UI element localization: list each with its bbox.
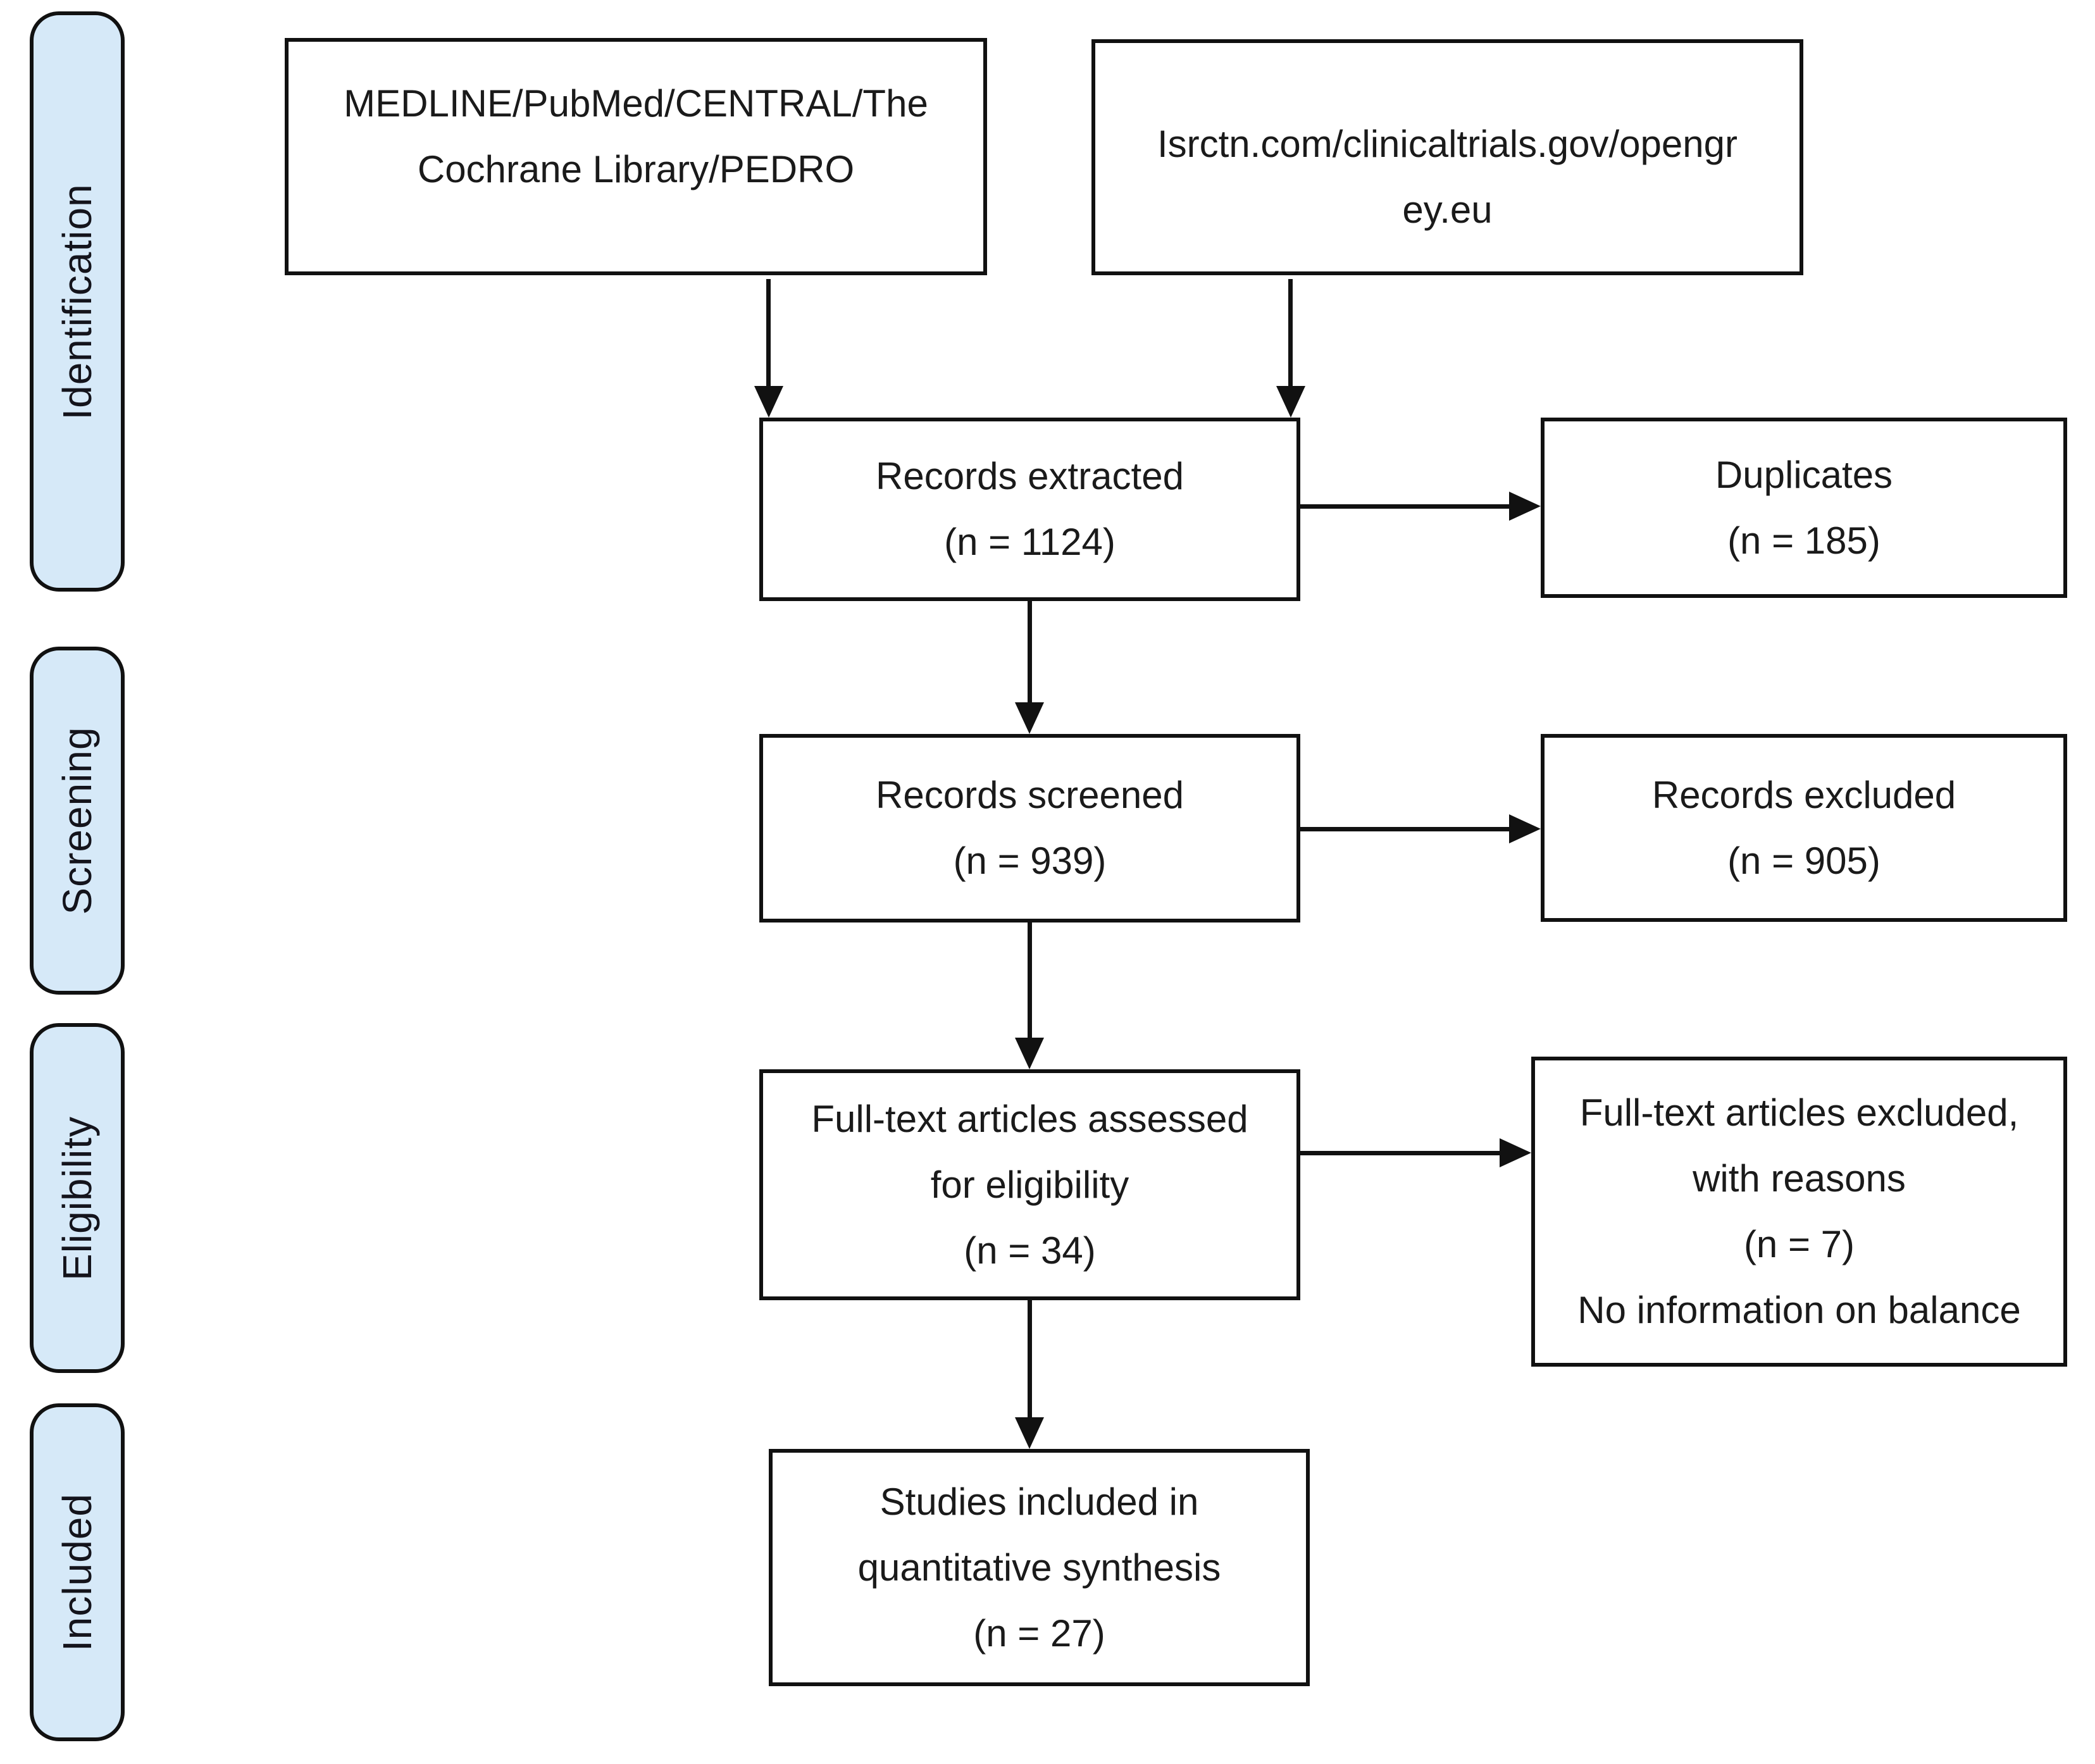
connector-extracted-to-duplicates-line [1300, 504, 1512, 509]
box-studies-included: Studies included in quantitative synthes… [769, 1449, 1310, 1686]
stage-eligibility: Eligibility [30, 1023, 125, 1373]
box-fulltext-excluded: Full-text articles excluded, with reason… [1531, 1057, 2067, 1367]
box-duplicates: Duplicates (n = 185) [1541, 418, 2067, 598]
connector-extracted-to-screened-arrowhead-icon [1015, 702, 1044, 734]
stage-included: Included [30, 1403, 125, 1741]
stage-included-label: Included [54, 1493, 100, 1651]
connector-screened-to-fulltext-line [1028, 922, 1032, 1041]
stage-identification-label: Identification [54, 183, 100, 420]
box-records-extracted: Records extracted (n = 1124) [759, 418, 1300, 601]
box-records-excluded: Records excluded (n = 905) [1541, 734, 2067, 922]
connector-extracted-to-duplicates-arrowhead-icon [1509, 492, 1541, 521]
connector-screened-to-fulltext-arrowhead-icon [1015, 1038, 1044, 1069]
connector-databases-to-extracted-arrowhead-icon [754, 386, 783, 418]
box-registry-sources: Isrctn.com/clinicaltrials.gov/opengr ey.… [1091, 39, 1803, 275]
connector-screened-to-excluded-arrowhead-icon [1509, 814, 1541, 843]
box-records-screened: Records screened (n = 939) [759, 734, 1300, 922]
connector-fulltext-to-ftexcluded-line [1300, 1151, 1503, 1155]
connector-registries-to-extracted-line [1288, 279, 1293, 395]
connector-databases-to-extracted-line [766, 279, 771, 395]
connector-extracted-to-screened-line [1028, 601, 1032, 712]
connector-fulltext-to-ftexcluded-arrowhead-icon [1500, 1138, 1531, 1167]
stage-identification: Identification [30, 11, 125, 592]
stage-screening-label: Screening [54, 726, 100, 915]
stage-eligibility-label: Eligibility [54, 1115, 100, 1281]
box-fulltext-assessed: Full-text articles assessed for eligibil… [759, 1069, 1300, 1300]
stage-screening: Screening [30, 647, 125, 995]
connector-screened-to-excluded-line [1300, 827, 1512, 831]
box-databases-sources: MEDLINE/PubMed/CENTRAL/The Cochrane Libr… [285, 38, 987, 275]
connector-fulltext-to-studies-line [1028, 1300, 1032, 1420]
connector-fulltext-to-studies-arrowhead-icon [1015, 1417, 1044, 1449]
connector-registries-to-extracted-arrowhead-icon [1276, 386, 1305, 418]
